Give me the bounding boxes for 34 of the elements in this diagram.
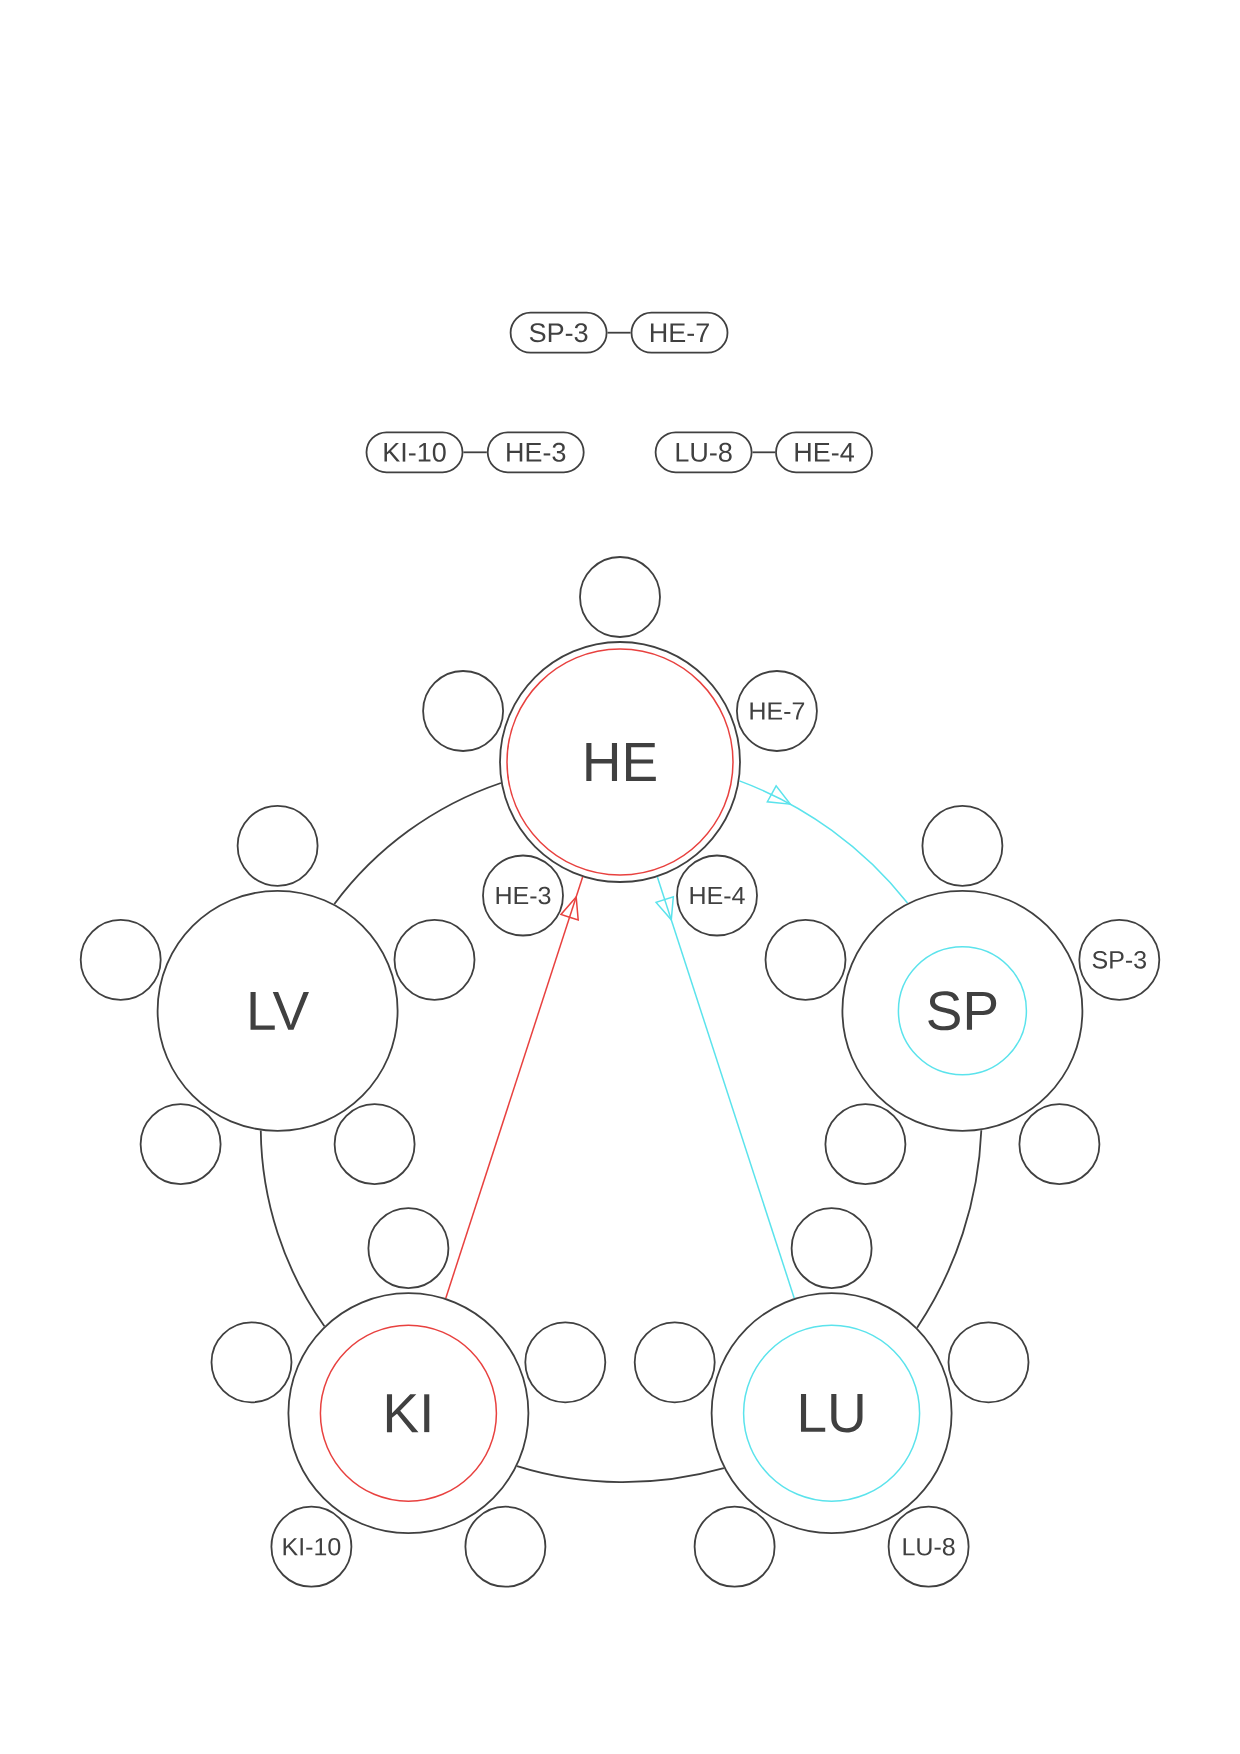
small-circle [464, 1505, 547, 1588]
ring-arc [516, 1465, 725, 1483]
small-circle [79, 918, 162, 1001]
small-circle [236, 804, 319, 887]
ring-arc [259, 1129, 326, 1328]
ring-arc [333, 782, 502, 905]
small-circle [367, 1207, 450, 1290]
pill-label: HE-4 [775, 431, 873, 474]
small-circle [790, 1207, 873, 1290]
small-circle [633, 1321, 716, 1404]
small-circle [524, 1321, 607, 1404]
small-circle [1018, 1103, 1101, 1186]
small-circle [333, 1103, 416, 1186]
ring-arc [916, 1129, 983, 1329]
small-circle [947, 1321, 1030, 1404]
small-circle [824, 1103, 907, 1186]
connector-line [751, 451, 776, 454]
connector-line [462, 451, 488, 454]
pill-label: SP-3 [509, 311, 608, 354]
curved-arrow [738, 780, 909, 904]
pill-label: LU-8 [654, 431, 753, 474]
small-circle [139, 1103, 222, 1186]
small-circle [393, 918, 476, 1001]
small-circle [693, 1505, 776, 1588]
small-circle [422, 670, 504, 752]
connector-line [606, 331, 632, 334]
small-circle [579, 556, 661, 638]
pill-label: HE-3 [486, 431, 585, 474]
small-circle [764, 918, 847, 1001]
pill-label: KI-10 [365, 431, 464, 474]
small-circle [210, 1321, 293, 1404]
small-circle [921, 804, 1004, 887]
pill-label: HE-7 [630, 311, 729, 354]
arrow [445, 876, 584, 1299]
